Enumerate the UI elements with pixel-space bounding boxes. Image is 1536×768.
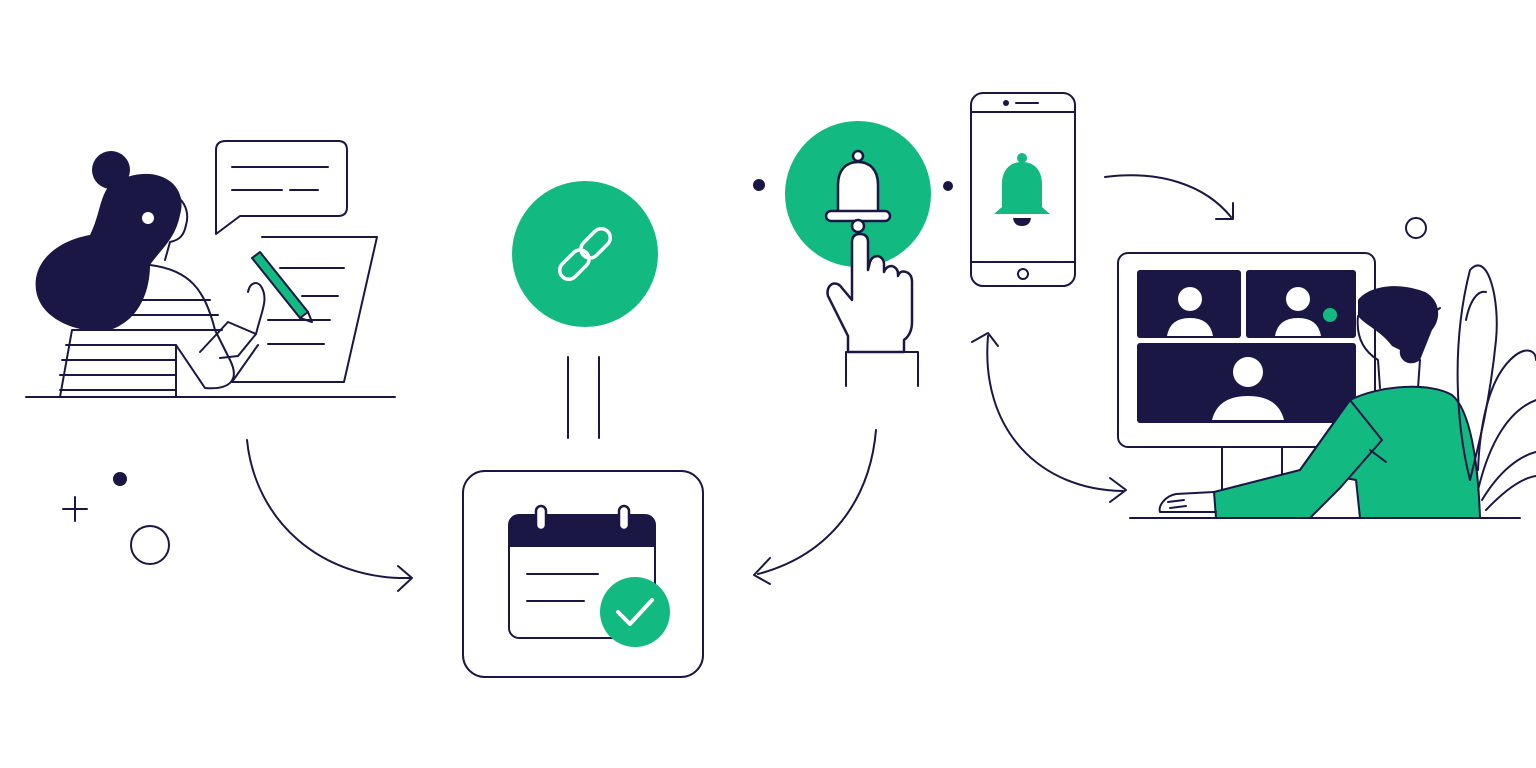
arrow-to-meeting [1104,174,1234,220]
woman-writing-illustration [25,140,396,398]
arrow-to-calendar-left [246,439,413,592]
bell-tap-icon [753,121,953,387]
decorations-left [62,472,170,565]
link-connector [567,356,600,439]
link-icon [512,181,658,327]
calendar-check-icon [462,470,704,678]
video-call-icon [1117,217,1536,519]
phone-bell-icon [970,92,1076,287]
arrow-loop-back [971,332,1127,503]
arrow-to-calendar-right [753,429,877,585]
